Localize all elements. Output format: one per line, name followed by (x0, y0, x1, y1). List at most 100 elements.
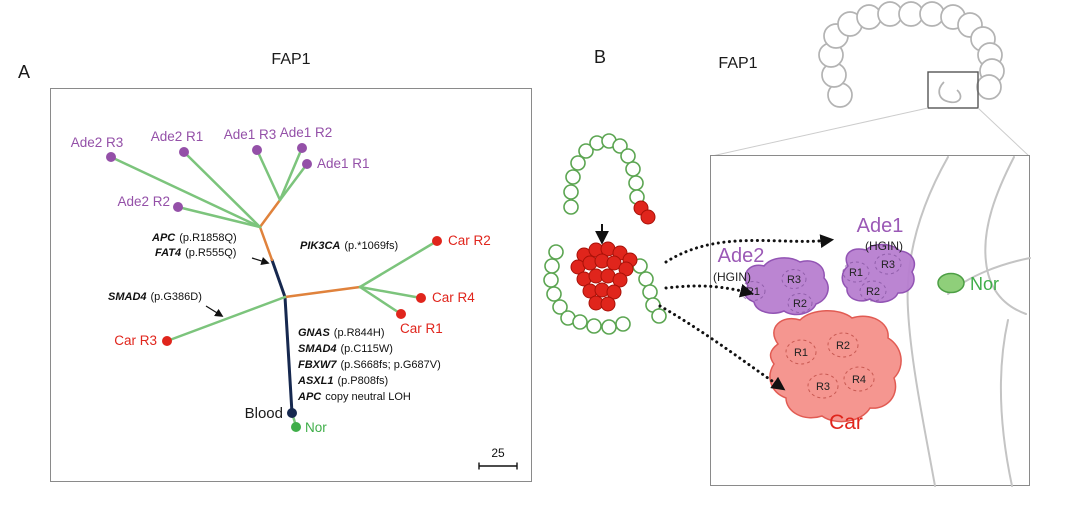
scale-bar-label: 25 (491, 446, 505, 460)
node-ade1-r3 (252, 145, 262, 155)
node-ade1-r1 (302, 159, 312, 169)
car-r3-label: R3 (816, 381, 830, 393)
ade2-grade: (HGIN) (713, 270, 751, 284)
branch-car-r1 (358, 285, 403, 316)
ade1-r1-label: R1 (849, 267, 863, 279)
sample-label-ade2-r3: Ade2 R3 (71, 135, 124, 150)
branch-internal-ade1 (258, 198, 282, 229)
branch-ade1-r2 (278, 146, 304, 202)
ade2-r3-label: R3 (787, 274, 801, 286)
car-r4-label: R4 (852, 374, 866, 386)
node-car-r1 (396, 309, 406, 319)
ade1-r3-circle (874, 253, 902, 275)
branch-internal-ade (258, 225, 274, 262)
car-r1-label: R1 (794, 347, 808, 359)
dysplastic-crypt-illustration (543, 241, 667, 335)
annotation-asxl1: ASXL1(p.P808fs) (297, 375, 388, 387)
phylo-tip-labels: Ade2 R3 Ade2 R1 Ade1 R3 Ade1 R2 Ade1 R1 … (71, 125, 491, 435)
zoom-connector-right (977, 107, 1030, 157)
phylo-tree-branches (109, 146, 439, 428)
car-r4-circle (843, 366, 875, 392)
annotation-smad4-trunk: SMAD4(p.C115W) (298, 343, 393, 355)
zoom-region-rect (927, 71, 979, 109)
node-ade1-r2 (297, 143, 307, 153)
sample-label-ade1-r3: Ade1 R3 (224, 127, 277, 142)
panel-a: A FAP1 (18, 51, 532, 482)
panel-b-letter: B (594, 47, 606, 67)
sample-label-car-r1: Car R1 (400, 321, 443, 336)
sample-label-ade1-r2: Ade1 R2 (280, 125, 333, 140)
branch-ade1-r3 (255, 148, 282, 202)
node-ade2-r2 (173, 202, 183, 212)
nor-ellipse (937, 272, 965, 294)
annotation-smad4-branch: SMAD4(p.G386D) (108, 291, 202, 303)
annotation-gnas: GNAS(p.R844H) (298, 327, 385, 339)
sample-label-ade2-r2: Ade2 R2 (117, 194, 170, 209)
phylo-tree-nodes (106, 143, 442, 432)
panel-b: B FAP1 (543, 1, 1031, 487)
panel-b-title: FAP1 (718, 55, 757, 72)
lesion-nor: Nor (937, 272, 999, 294)
panel-a-title: FAP1 (271, 51, 310, 68)
branch-ade2-r2 (176, 205, 262, 229)
annotation-pik3ca: PIK3CA(p.*1069fs) (300, 240, 398, 252)
branch-car-r2 (358, 239, 439, 289)
arrow-to-ade2 (664, 283, 755, 298)
annotation-apc: APC(p.R1858Q) (151, 232, 237, 244)
node-ade2-r1 (179, 147, 189, 157)
scale-bar: 25 (478, 446, 518, 470)
ade1-grade: (HGIN) (865, 239, 903, 253)
sample-label-blood: Blood (245, 405, 283, 422)
rectum-squiggle (938, 81, 962, 104)
node-ade2-r3 (106, 152, 116, 162)
car-name: Car (829, 411, 863, 434)
branch-car-r4 (358, 285, 423, 300)
car-r1-circle (785, 339, 817, 365)
node-blood (287, 408, 297, 418)
branch-ade2-r1 (182, 150, 262, 229)
panel-a-letter: A (18, 62, 30, 82)
ade1-r2-label: R2 (866, 286, 880, 298)
ade1-blob (841, 243, 916, 303)
annotation-fat4: FAT4(p.R555Q) (155, 247, 236, 259)
lesion-ade1: R1 R3 R2 Ade1 (HGIN) (841, 215, 916, 303)
branch-ade1-r1 (278, 162, 309, 202)
sample-label-nor: Nor (305, 420, 327, 435)
sample-label-car-r2: Car R2 (448, 233, 491, 248)
normal-crypt-illustration (563, 133, 656, 225)
ade1-r2-circle (859, 280, 887, 302)
car-r2-circle (827, 332, 859, 358)
car-blob (769, 310, 902, 423)
annotation-arrow-apc-fat4 (251, 256, 270, 266)
node-nor (291, 422, 301, 432)
node-car-r3 (162, 336, 172, 346)
annotation-arrow-smad4 (205, 305, 224, 317)
node-car-r2 (432, 236, 442, 246)
sample-label-ade2-r1: Ade2 R1 (151, 129, 204, 144)
ade1-r3-label: R3 (881, 259, 895, 271)
annotation-fbxw7: FBXW7(p.S668fs; p.G687V) (298, 359, 441, 371)
ade1-r1-circle (842, 261, 870, 283)
ade2-r2-circle (787, 293, 813, 313)
ade2-r2-label: R2 (793, 298, 807, 310)
branch-car-r3 (165, 295, 287, 343)
sample-label-car-r3: Car R3 (114, 333, 157, 348)
ade1-name: Ade1 (857, 215, 904, 237)
mapping-arrows (658, 234, 835, 391)
car-r3-circle (807, 373, 839, 399)
colon-illustration (711, 1, 1030, 157)
nor-name: Nor (970, 274, 999, 294)
branch-ade2-r3 (109, 155, 262, 229)
zoom-connector-left (711, 107, 929, 157)
ade2-r3-circle (781, 269, 807, 289)
car-r2-label: R2 (836, 340, 850, 352)
ade2-name: Ade2 (718, 245, 765, 267)
ade2-r1-circle (740, 281, 766, 301)
arrow-to-ade1 (664, 234, 835, 264)
branch-internal-car (283, 285, 362, 299)
node-car-r4 (416, 293, 426, 303)
mutation-annotations: APC(p.R1858Q) FAT4(p.R555Q) PIK3CA(p.*10… (108, 232, 441, 403)
sample-label-car-r4: Car R4 (432, 290, 475, 305)
